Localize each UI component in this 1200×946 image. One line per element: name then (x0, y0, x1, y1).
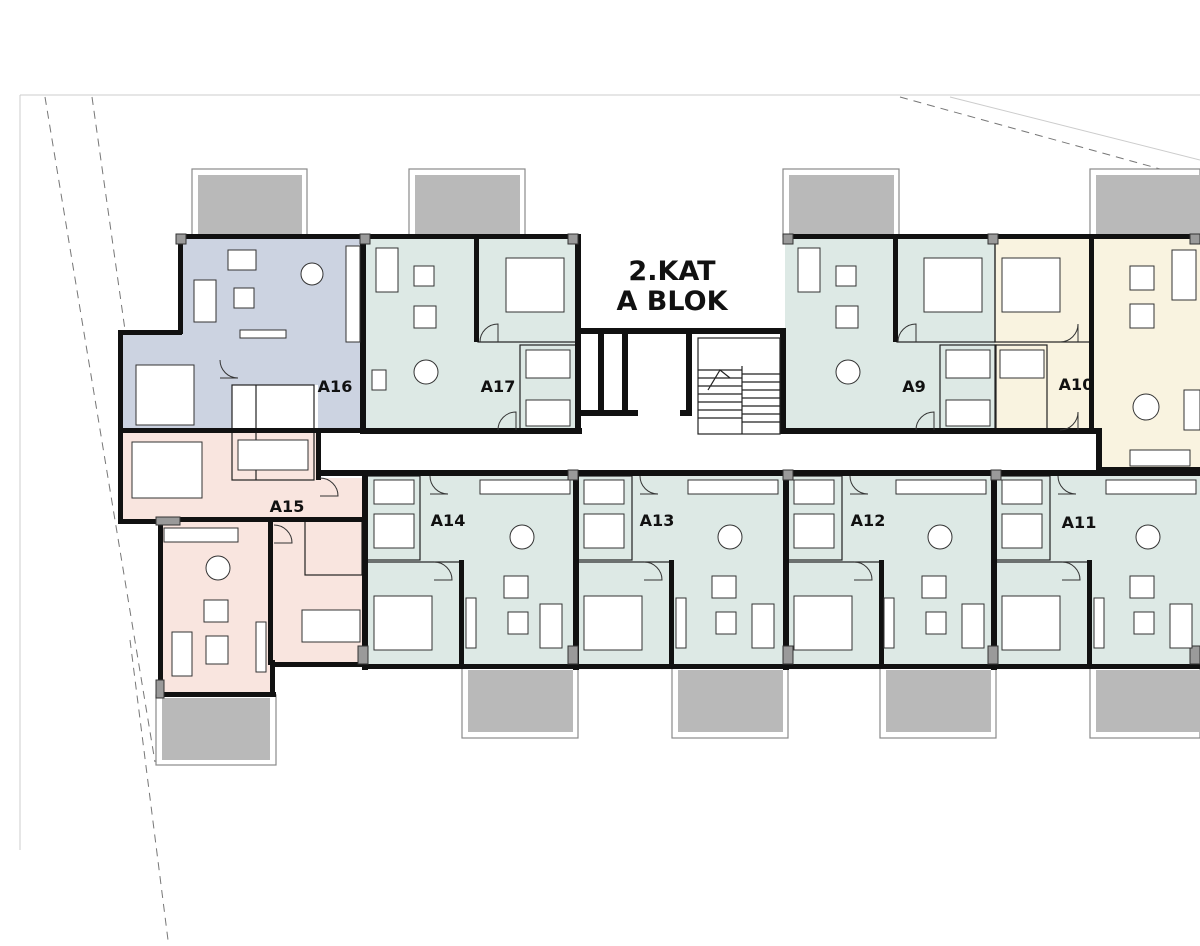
furniture-a13 (583, 479, 779, 651)
staircase (697, 337, 781, 435)
unit-label-a10: A10 (1059, 375, 1094, 394)
walls (118, 234, 1200, 697)
unit-label-a17: A17 (481, 377, 516, 396)
unit-label-a13: A13 (640, 511, 675, 530)
unit-label-a15: A15 (270, 497, 305, 516)
furniture-a12 (793, 479, 987, 651)
furniture (131, 245, 1200, 677)
balconies (155, 168, 1200, 766)
unit-label-a12: A12 (851, 511, 886, 530)
furniture-a14 (373, 479, 571, 651)
columns (155, 233, 1200, 699)
unit-label-a14: A14 (431, 511, 466, 530)
floor-title-line1: 2.KAT (628, 256, 716, 287)
floor-title-line2: A BLOK (617, 286, 729, 317)
unit-label-a11: A11 (1062, 513, 1097, 532)
doors (219, 323, 1081, 581)
unit-label-a9: A9 (902, 377, 926, 396)
furniture-a11 (1001, 479, 1197, 651)
unit-label-a16: A16 (318, 377, 353, 396)
unit-labels: A16 A17 A9 A10 A15 A14 A13 A12 A11 (270, 375, 1097, 532)
site-lines (19, 94, 1200, 941)
